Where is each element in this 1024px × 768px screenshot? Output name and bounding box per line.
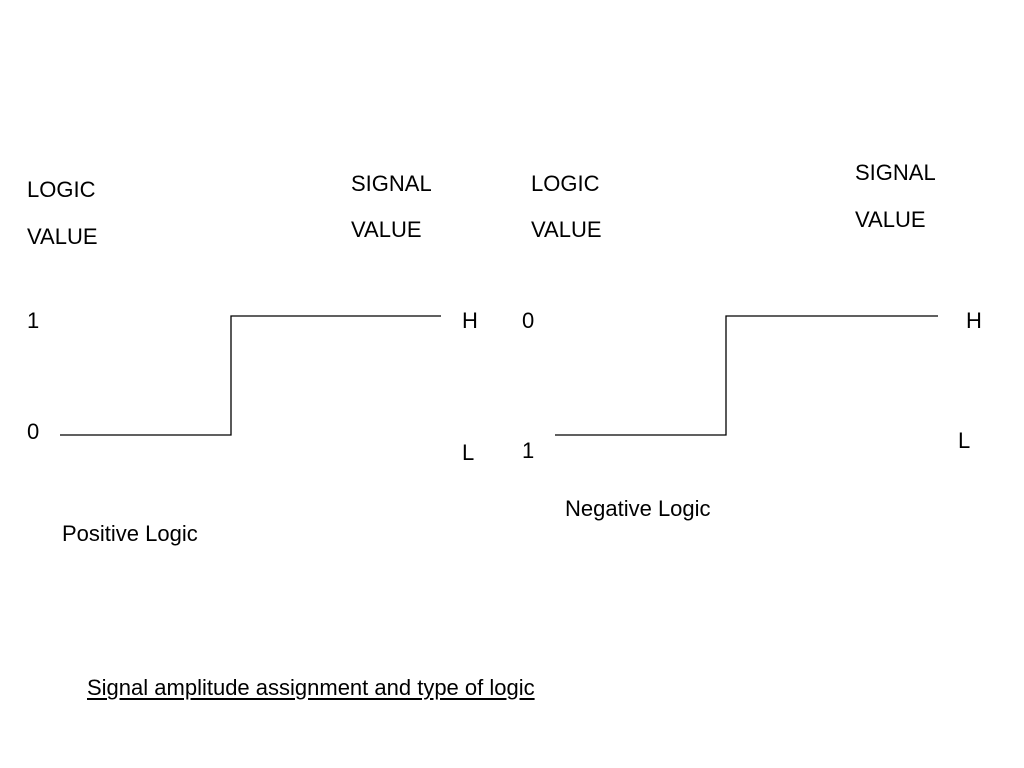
negative-logic-low-value: 1: [522, 438, 535, 463]
positive-signal-axis-label-line2: VALUE: [351, 217, 422, 242]
positive-logic-title: Positive Logic: [62, 521, 198, 546]
positive-signal-low-value: L: [462, 440, 475, 465]
negative-logic-axis-label-line2: VALUE: [531, 217, 602, 242]
negative-signal-axis-label-line2: VALUE: [855, 207, 926, 232]
positive-logic-axis-label-line1: LOGIC: [27, 177, 96, 202]
positive-logic-waveform: [60, 315, 441, 436]
negative-signal-low-value: L: [958, 428, 971, 453]
positive-signal-high-value: H: [462, 308, 478, 333]
negative-logic-axis-label-line1: LOGIC: [531, 171, 600, 196]
negative-logic-high-value: 0: [522, 308, 535, 333]
negative-signal-axis-label-line1: SIGNAL: [855, 160, 936, 185]
positive-signal-axis-label-line1: SIGNAL: [351, 171, 432, 196]
positive-logic-low-value: 0: [27, 419, 40, 444]
negative-signal-high-value: H: [966, 308, 982, 333]
positive-logic-high-value: 1: [27, 308, 40, 333]
positive-logic-axis-label-line2: VALUE: [27, 224, 98, 249]
figure-caption: Signal amplitude assignment and type of …: [87, 675, 535, 700]
negative-logic-waveform: [555, 315, 938, 436]
negative-logic-title: Negative Logic: [565, 496, 711, 521]
